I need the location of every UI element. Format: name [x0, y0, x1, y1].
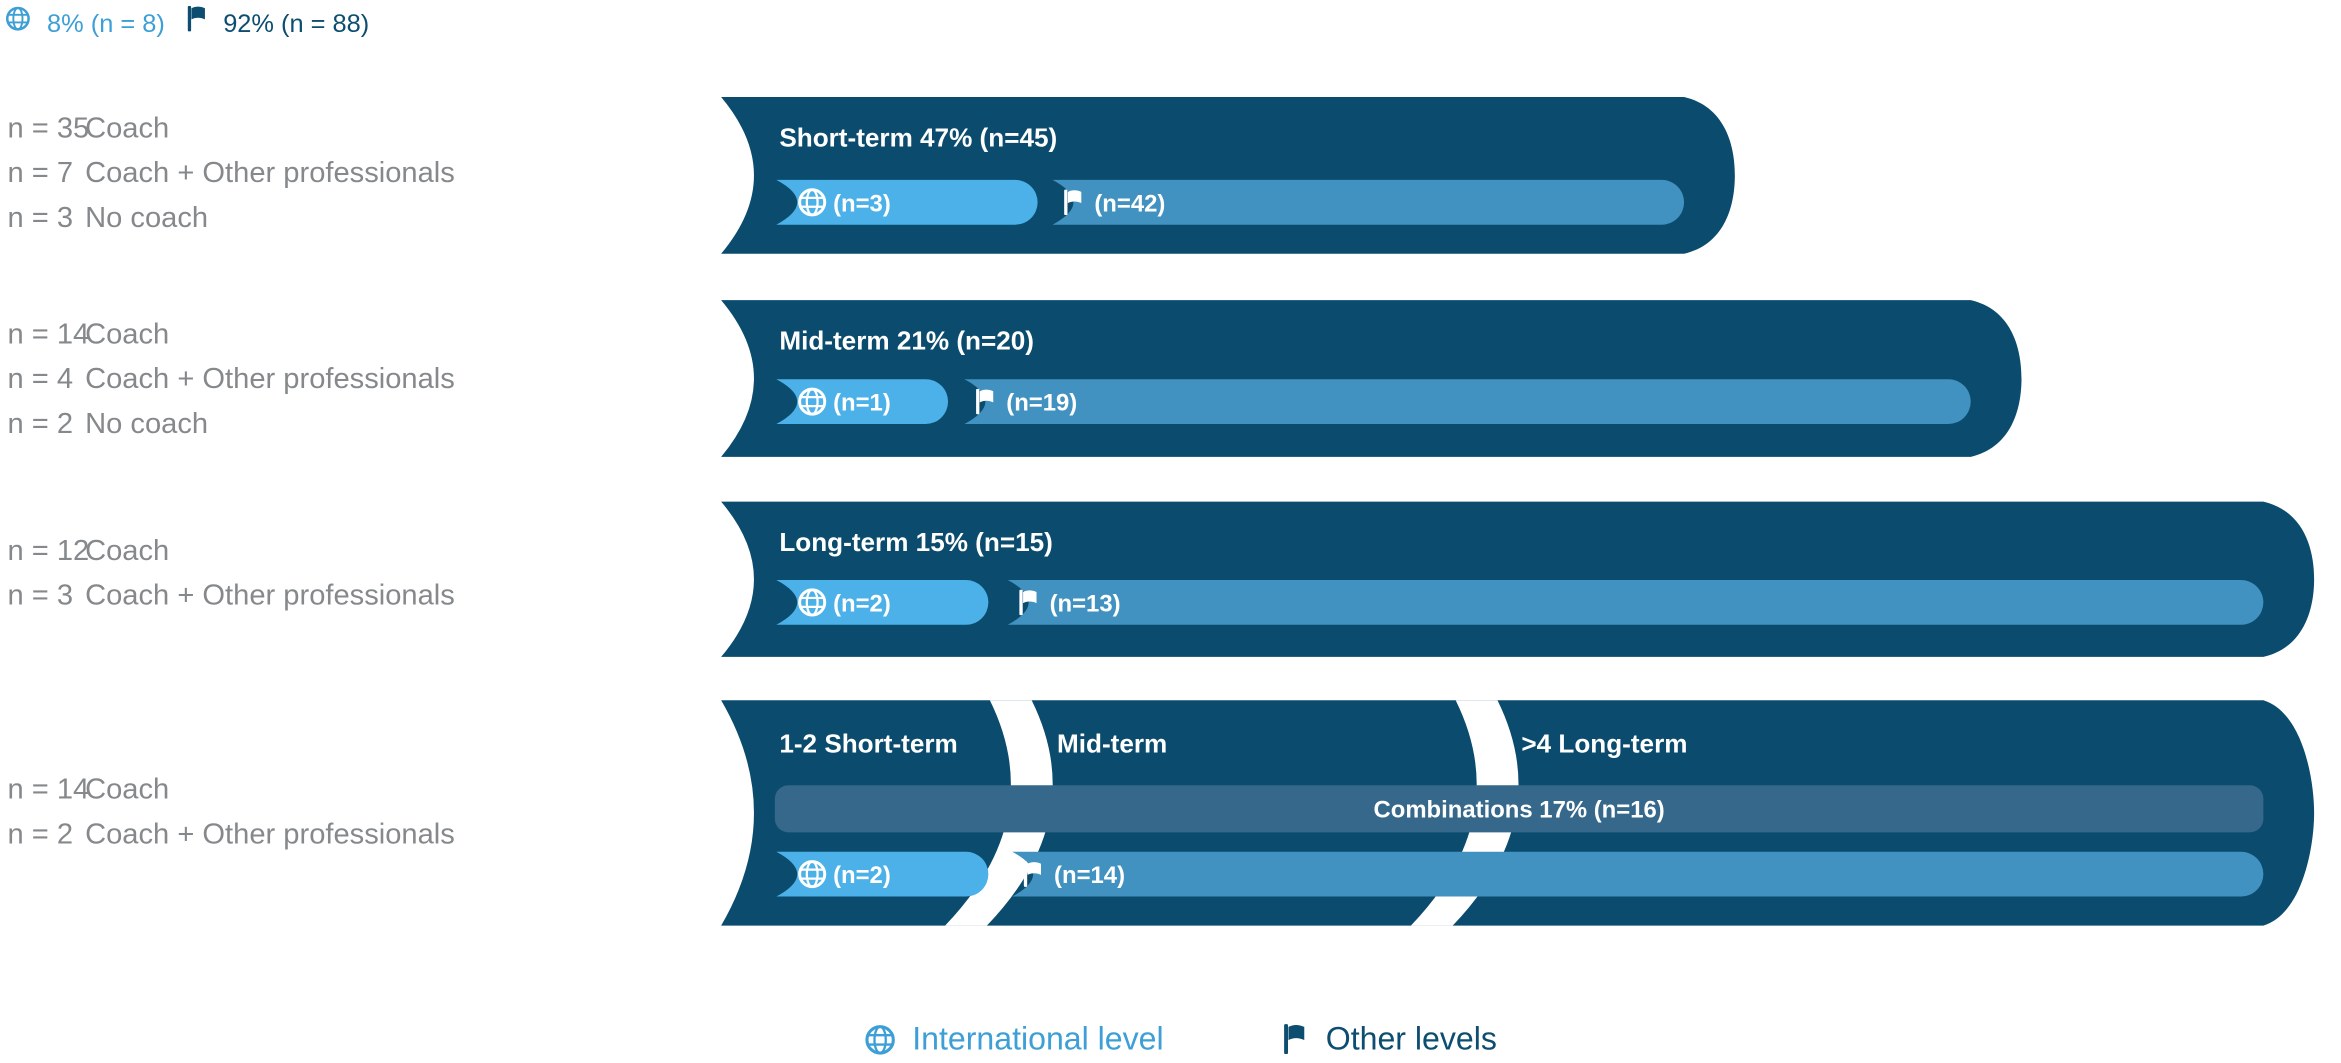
globe-icon	[865, 1025, 895, 1055]
international-count: (n=1)	[833, 390, 891, 417]
banner-shape	[721, 300, 2022, 457]
other-levels-bar	[1012, 851, 2264, 897]
top-legend-international-total: 8% (n = 8)	[47, 10, 165, 38]
other-levels-bar	[964, 379, 1971, 425]
row-label: Coach	[85, 774, 169, 806]
other-count: (n=19)	[1006, 390, 1077, 417]
legend-international-label: International level	[912, 1021, 1163, 1057]
row-label: Coach + Other professionals	[85, 157, 455, 189]
row-label: No coach	[85, 202, 208, 234]
row-n: n = 7	[7, 157, 73, 189]
row-n: n = 3	[7, 202, 73, 234]
combinations-bar	[774, 785, 2264, 833]
flag-icon	[1286, 1025, 1304, 1053]
row-label: Coach	[85, 318, 169, 350]
bottom-legend: International level Other levels	[865, 1021, 1497, 1057]
row-n: n = 2	[7, 819, 73, 851]
row-n: n = 12	[7, 535, 89, 567]
globe-icon	[5, 6, 30, 31]
row-n: n = 3	[7, 580, 73, 612]
row-label: Coach + Other professionals	[85, 819, 455, 851]
banner-title: Long-term 15% (n=15)	[779, 527, 1052, 557]
row-n: n = 2	[7, 408, 73, 440]
other-levels-bar	[1007, 580, 2264, 625]
top-legend-other-total: 92% (n = 88)	[223, 10, 369, 38]
banner-mid-term: Mid-term 21% (n=20) (n=1) (n=19)	[721, 300, 2022, 457]
banner-long-term: Long-term 15% (n=15) (n=2) (n=13)	[721, 501, 2315, 657]
banner-shape	[721, 501, 2315, 657]
row-n: n = 35	[7, 112, 89, 144]
legend-other-label: Other levels	[1326, 1021, 1497, 1057]
banner-title: Mid-term 21% (n=20)	[779, 325, 1034, 355]
segment-title-long-term: >4 Long-term	[1521, 728, 1687, 758]
row-labels-mid-term: n = 14 Coach n = 4 Coach + Other profess…	[7, 318, 454, 440]
row-n: n = 4	[7, 363, 73, 395]
other-count: (n=13)	[1050, 590, 1121, 617]
segment-title-mid-term: Mid-term	[1057, 728, 1167, 758]
row-label: No coach	[85, 408, 208, 440]
row-label: Coach	[85, 112, 169, 144]
other-count: (n=42)	[1094, 190, 1165, 217]
row-label: Coach + Other professionals	[85, 580, 455, 612]
row-n: n = 14	[7, 774, 89, 806]
other-count: (n=14)	[1054, 862, 1125, 889]
banner-title: Short-term 47% (n=45)	[779, 122, 1057, 152]
international-count: (n=2)	[833, 862, 891, 889]
row-label: Coach	[85, 535, 169, 567]
international-bar	[776, 851, 989, 897]
row-labels-combinations: n = 14 Coach n = 2 Coach + Other profess…	[7, 774, 454, 851]
row-label: Coach + Other professionals	[85, 363, 455, 395]
banner-shape	[721, 97, 1735, 254]
row-labels-long-term: n = 12 Coach n = 3 Coach + Other profess…	[7, 535, 454, 612]
banner-combinations: 1-2 Short-term Mid-term >4 Long-term Com…	[721, 700, 2315, 926]
international-count: (n=2)	[833, 590, 891, 617]
other-levels-bar	[1052, 179, 1685, 225]
banner-short-term: Short-term 47% (n=45) (n=3) (n=42)	[721, 97, 1735, 254]
row-labels-short-term: n = 35 Coach n = 7 Coach + Other profess…	[7, 112, 454, 234]
flag-icon	[189, 7, 204, 30]
international-bar	[776, 179, 1038, 225]
international-bar	[776, 580, 989, 625]
segment-title-short-term: 1-2 Short-term	[779, 728, 957, 758]
top-legend: 8% (n = 8) 92% (n = 88)	[5, 6, 369, 38]
international-count: (n=3)	[833, 190, 891, 217]
combinations-label: Combinations 17% (n=16)	[1374, 796, 1665, 823]
row-n: n = 14	[7, 318, 89, 350]
